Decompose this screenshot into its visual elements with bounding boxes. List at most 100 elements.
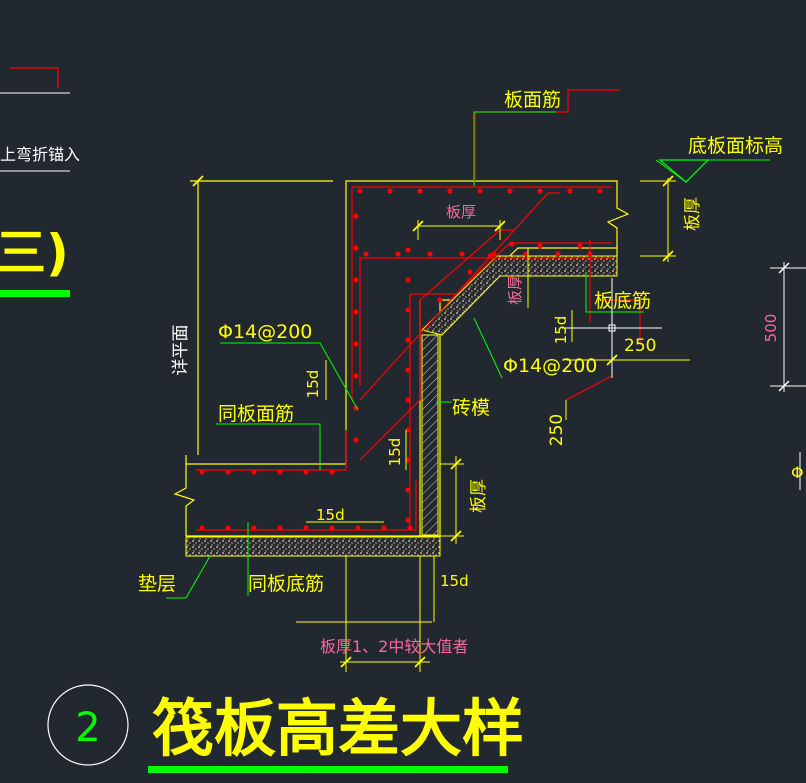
crosshair-box: [608, 324, 616, 332]
rebar-dot: [427, 251, 433, 257]
rebar-dot: [587, 251, 593, 257]
rebar-dot: [357, 188, 363, 194]
tick-1: [192, 175, 204, 187]
label-thickness-top: 板厚: [446, 203, 476, 221]
label-same-slab-top: 同板面筋: [218, 403, 294, 425]
fragment-heading-underline: [0, 290, 70, 297]
rebar-dot: [405, 487, 411, 493]
rebar-dot: [277, 525, 283, 531]
rebar-dot: [355, 525, 361, 531]
leader-phi-left: [220, 342, 359, 411]
rebar-dot: [447, 188, 453, 194]
rebar-dot: [537, 188, 543, 194]
label-15d-d: 15d: [316, 506, 345, 524]
label-phi-right: Φ14@200: [503, 355, 597, 377]
rebar-dot: [199, 469, 205, 475]
rebar-dot: [353, 309, 359, 315]
rebar-dot: [381, 525, 387, 531]
rebar-dot: [467, 269, 473, 275]
upper-top-rebar: [351, 186, 612, 400]
rebar-dot: [405, 247, 411, 253]
rebar-dot: [567, 188, 573, 194]
upper-slab-top-outline: [345, 180, 618, 464]
leader-lines: [166, 111, 770, 599]
left-break-line: [173, 455, 196, 536]
tick-4: [662, 175, 674, 187]
rebar-dot: [363, 251, 369, 257]
lower-bottom-rebar: [196, 480, 417, 531]
rebar-dot: [353, 213, 359, 219]
top-rebar-red-leader: [474, 89, 620, 181]
rebar-dot: [509, 241, 515, 247]
rebar-dot: [353, 341, 359, 347]
label-thickness-right: 板厚: [683, 197, 703, 231]
left-fragment: 上弯折锚入 三): [0, 67, 80, 297]
leader-same-top: [216, 423, 321, 470]
rebar-dot: [251, 469, 257, 475]
rebar-dot: [555, 251, 561, 257]
leader-slab-bottom-rebar: [585, 272, 644, 313]
detail-number: 2: [75, 705, 100, 751]
rebar-dot: [405, 337, 411, 343]
label-phi-left: Φ14@200: [218, 321, 312, 343]
rebar-dot: [225, 469, 231, 475]
rebar-dot: [417, 188, 423, 194]
rebar-dot: [477, 188, 483, 194]
label-15d-c: 15d: [552, 316, 570, 345]
rebar-dot: [199, 525, 205, 531]
right-red-hook: [600, 299, 641, 345]
crosshair-cursor-icon: [562, 278, 662, 378]
rebar-dot: [353, 437, 359, 443]
rebar-dot: [459, 251, 465, 257]
labels: 板面筋 底板面标高 板厚 板厚 板厚 板底筋 Φ14@200 Φ14@200 详…: [138, 89, 783, 656]
label-slab-bottom-rebar: 板底筋: [594, 290, 651, 312]
diagonal-bar-lower: [359, 229, 514, 461]
right-fragment: 500 Φ: [762, 262, 806, 490]
tick-2: [412, 220, 424, 232]
label-15d-b: 15d: [386, 438, 404, 467]
rebar-dots: [199, 188, 603, 531]
rebar-dot: [405, 307, 411, 313]
rebar-lines: [196, 89, 641, 531]
rebar-dot: [277, 469, 283, 475]
label-thickness-slope: 板厚: [506, 275, 524, 305]
rebar-dot: [353, 245, 359, 251]
rebar-dot: [577, 243, 583, 249]
rebar-dot: [405, 397, 411, 403]
fragment-red-line: [10, 67, 59, 88]
label-250-vertical: 250: [547, 414, 567, 446]
label-slab-top-rebar: 板面筋: [504, 89, 561, 111]
brick-mold-hatch: [421, 334, 439, 536]
lower-top-rebar: [196, 430, 347, 471]
fragment-phi-text: Φ: [791, 463, 804, 482]
label-bottom-slab-elevation: 底板面标高: [688, 135, 783, 157]
rebar-dot: [437, 297, 443, 303]
tick-9: [414, 656, 426, 668]
rebar-dot: [329, 525, 335, 531]
label-same-slab-bottom: 同板底筋: [248, 573, 324, 595]
label-thickness-note: 板厚1、2中较大值者: [320, 637, 468, 656]
rebar-dot: [251, 525, 257, 531]
section-outline: [173, 180, 630, 537]
label-thickness-bottom: 板厚: [469, 479, 489, 513]
diagonal-bar-upper: [359, 192, 560, 401]
rebar-dot: [405, 367, 411, 373]
dim-ticks: [192, 175, 674, 668]
label-brick-mold: 砖模: [452, 397, 490, 419]
fragment-note: 上弯折锚入: [0, 145, 80, 164]
leader-phi-right: [473, 317, 503, 379]
rebar-dot: [329, 469, 335, 475]
rebar-dot: [407, 525, 413, 531]
rebar-dot: [537, 243, 543, 249]
anchor-bar-250: [565, 375, 613, 401]
rebar-dot: [597, 188, 603, 194]
rebar-dot: [405, 277, 411, 283]
rebar-dot: [405, 517, 411, 523]
tick-3: [494, 220, 506, 232]
rebar-dot: [353, 277, 359, 283]
rebar-dot: [405, 457, 411, 463]
cushion-layer-bottom: [185, 536, 441, 557]
tick-5: [662, 250, 674, 262]
rebar-dot: [395, 251, 401, 257]
rebar-dot: [303, 525, 309, 531]
